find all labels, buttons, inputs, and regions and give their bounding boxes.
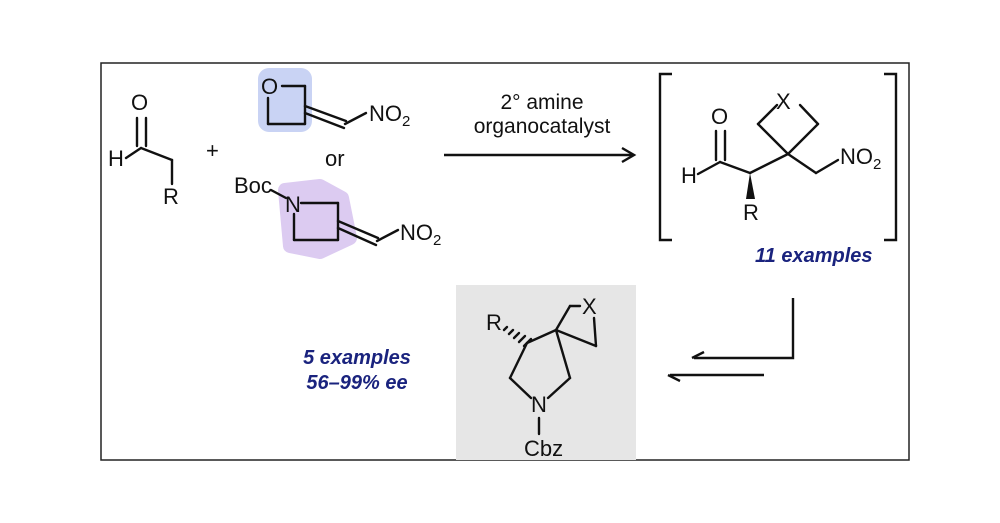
intermediate-x: X [776,89,791,114]
cascade-arrow [667,298,795,383]
product-cbz: Cbz [524,436,563,461]
intermediate-structure: O H R X NO2 [681,89,881,225]
product-caption-ee: 56–99% ee [306,372,407,394]
product-structure: R N X Cbz [486,294,598,461]
intermediate-nitro-group: NO2 [840,144,881,173]
or-label: or [325,146,345,171]
intermediate-brackets [658,72,898,242]
azetidine-nitrogen: N [285,192,301,217]
reaction-arrow [444,146,637,164]
intermediate-r-group: R [743,200,759,225]
aldehyde-r-group: R [163,184,179,209]
product-r-group: R [486,310,502,335]
boc-label: Boc [234,173,272,198]
conditions-line-2: organocatalyst [474,115,611,138]
wedge-bond [746,173,755,199]
aldehyde-structure: O H R [108,90,179,209]
oxetane-nitro-group: NO2 [369,101,410,130]
product-box [456,285,636,460]
intermediate-caption: 11 examples [755,245,873,267]
aldehyde-hydrogen: H [108,146,124,171]
intermediate-oxygen: O [711,104,728,129]
intermediate-hydrogen: H [681,163,697,188]
aldehyde-oxygen: O [131,90,148,115]
product-caption-examples: 5 examples [303,347,411,369]
plus-sign: + [206,138,219,163]
product-nitrogen: N [531,392,547,417]
azetidine-nitro-group: NO2 [400,220,441,249]
oxetane-oxygen: O [261,74,278,99]
oxetane-nitroalkene: O NO2 [261,74,410,130]
oxetane-highlight [258,68,312,132]
product-x: X [582,294,597,319]
conditions-line-1: 2° amine [500,91,583,114]
azetidine-nitroalkene: Boc N NO2 [234,173,441,249]
